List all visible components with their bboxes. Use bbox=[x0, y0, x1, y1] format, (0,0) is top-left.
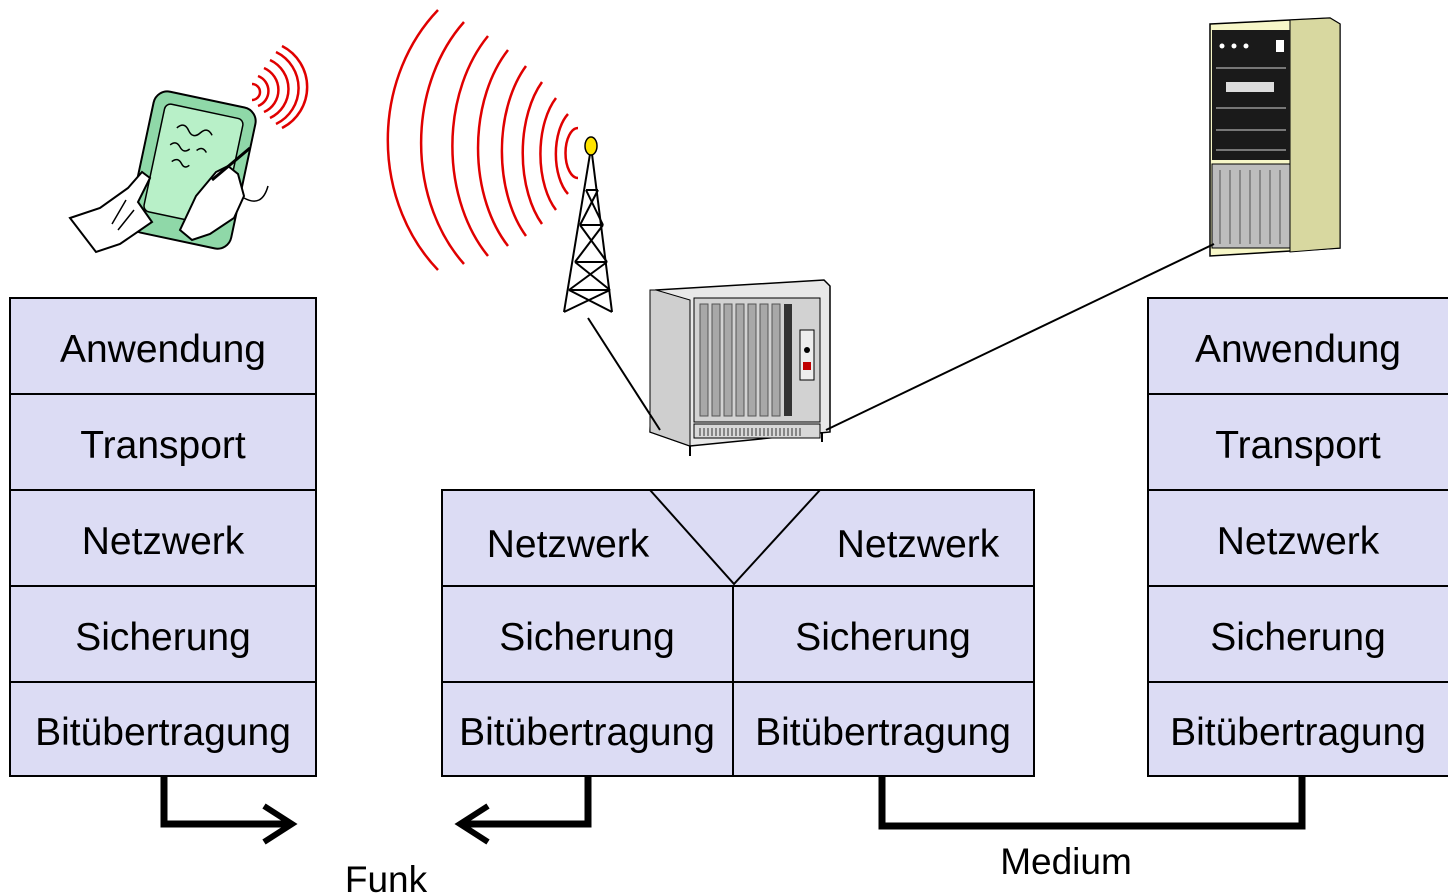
funk-label: Funk bbox=[345, 859, 428, 896]
funk-arrow-right bbox=[454, 776, 592, 845]
middle-protocol-stack: Netzwerk Netzwerk Sicherung Sicherung Bi… bbox=[441, 489, 1035, 777]
tower-server-icon bbox=[1209, 17, 1341, 257]
left-layer-application: Anwendung bbox=[60, 328, 266, 371]
left-layer-link: Sicherung bbox=[75, 616, 251, 659]
middle-right-layer-link: Sicherung bbox=[795, 616, 971, 659]
middle-left-layer-link: Sicherung bbox=[499, 616, 675, 659]
middle-right-layer-physical: Bitübertragung bbox=[755, 711, 1011, 754]
middle-left-layer-physical: Bitübertragung bbox=[459, 711, 715, 754]
handheld-tablet-icon bbox=[68, 90, 269, 254]
right-layer-network: Netzwerk bbox=[1217, 520, 1380, 563]
left-layer-network: Netzwerk bbox=[82, 520, 245, 563]
router-to-server-cable bbox=[825, 243, 1215, 431]
left-layer-transport: Transport bbox=[80, 424, 246, 467]
medium-label: Medium bbox=[1000, 841, 1132, 882]
right-layer-physical: Bitübertragung bbox=[1170, 711, 1426, 754]
network-layer-split bbox=[649, 489, 821, 586]
right-protocol-stack: Anwendung Transport Netzwerk Sicherung B… bbox=[1147, 297, 1448, 777]
middle-right-layer-network: Netzwerk bbox=[837, 523, 1000, 566]
tablet-radio-waves bbox=[251, 44, 309, 130]
left-layer-physical: Bitübertragung bbox=[35, 711, 291, 754]
medium-connector bbox=[878, 776, 1306, 830]
left-protocol-stack: Anwendung Transport Netzwerk Sicherung B… bbox=[9, 297, 317, 777]
right-layer-transport: Transport bbox=[1215, 424, 1381, 467]
right-layer-application: Anwendung bbox=[1195, 328, 1401, 371]
funk-arrow-left bbox=[160, 776, 298, 845]
radio-tower-icon bbox=[563, 136, 613, 313]
middle-left-layer-network: Netzwerk bbox=[487, 523, 650, 566]
tower-to-router-cable bbox=[587, 317, 661, 431]
tower-radio-waves bbox=[386, 9, 579, 271]
router-rack-icon bbox=[649, 279, 831, 456]
right-layer-link: Sicherung bbox=[1210, 616, 1386, 659]
